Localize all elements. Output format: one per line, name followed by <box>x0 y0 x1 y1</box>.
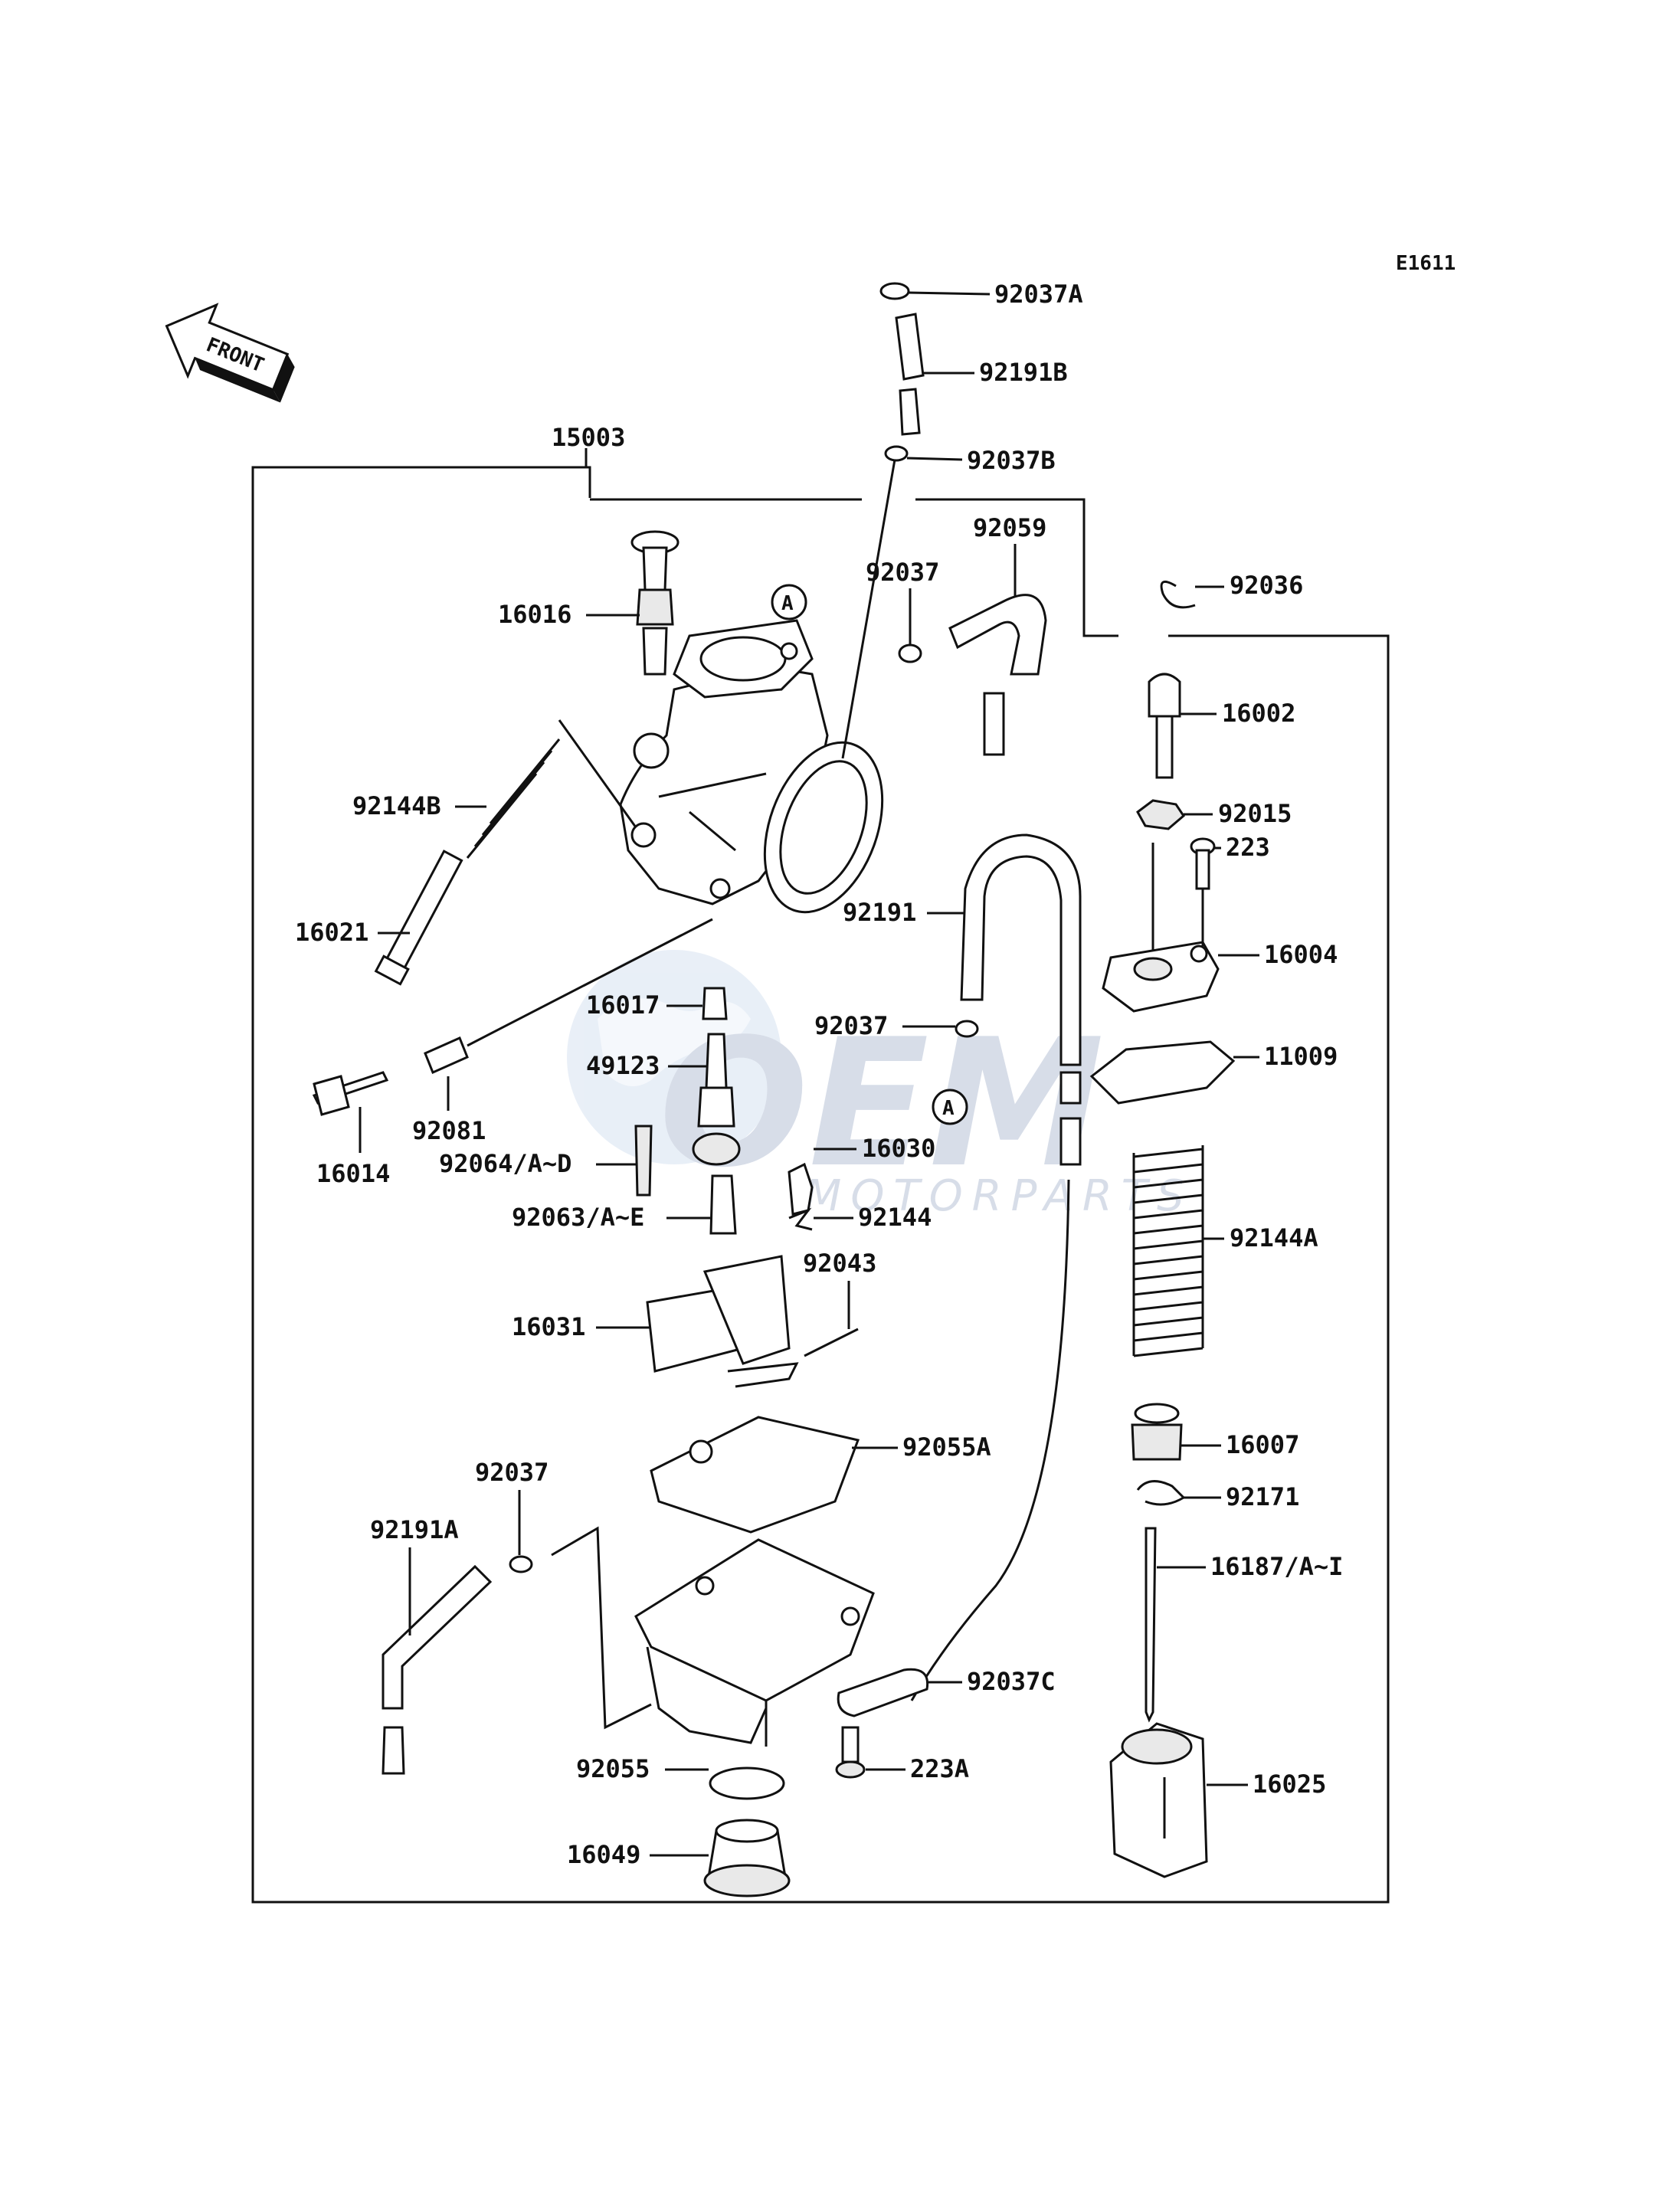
oring-92055 <box>709 1766 785 1800</box>
bracket-92037C <box>837 1668 929 1717</box>
watermark: OEM MOTORPARTS <box>567 950 1194 1221</box>
screw-223A <box>835 1726 866 1779</box>
screw-223 <box>1190 837 1216 890</box>
part-label-16017[interactable]: 16017 <box>586 990 660 1020</box>
part-16016-shape <box>630 530 680 676</box>
part-label-16002[interactable]: 16002 <box>1222 699 1295 728</box>
clip-92037-low <box>509 1555 533 1573</box>
part-label-223A[interactable]: 223A <box>910 1754 969 1783</box>
spring-92081 <box>424 1036 469 1075</box>
part-label-11009[interactable]: 11009 <box>1264 1042 1338 1071</box>
part-label-92081[interactable]: 92081 <box>412 1116 486 1145</box>
top-hose-chain <box>841 282 925 759</box>
svg-text:A: A <box>942 1097 955 1120</box>
part-label-92055A[interactable]: 92055A <box>902 1432 991 1462</box>
float-16031 <box>646 1255 799 1388</box>
jet-49123 <box>692 1033 741 1166</box>
jet-92063 <box>709 1174 737 1235</box>
leader-line-92037B <box>906 457 963 461</box>
hose-92059 <box>948 594 1047 676</box>
part-label-92144A[interactable]: 92144A <box>1230 1223 1318 1252</box>
clip-92037-mid <box>955 1020 979 1038</box>
part-label-92036[interactable]: 92036 <box>1230 571 1303 600</box>
part-label-49123[interactable]: 49123 <box>586 1051 660 1080</box>
part-label-16025[interactable]: 16025 <box>1253 1770 1326 1799</box>
part-label-92037-mid[interactable]: 92037 <box>814 1011 888 1040</box>
part-label-92063[interactable]: 92063/A~E <box>512 1203 644 1232</box>
part-label-92055[interactable]: 92055 <box>576 1754 650 1783</box>
part-label-92037-top[interactable]: 92037 <box>866 558 939 587</box>
part-label-92191B[interactable]: 92191B <box>979 358 1068 387</box>
jet-16030 <box>788 1162 814 1216</box>
part-label-92144B[interactable]: 92144B <box>352 791 441 820</box>
part-label-92037C[interactable]: 92037C <box>967 1667 1056 1696</box>
part-label-16049[interactable]: 16049 <box>567 1840 640 1869</box>
part-label-16014[interactable]: 16014 <box>316 1159 390 1188</box>
part-label-16004[interactable]: 16004 <box>1264 940 1338 969</box>
callout-a-top: A <box>771 584 807 620</box>
adjuster-16002 <box>1148 673 1181 779</box>
part-label-92037B[interactable]: 92037B <box>967 446 1056 475</box>
assembly-frame <box>251 466 1390 1904</box>
pin-92043 <box>804 1328 859 1357</box>
hose-92191 <box>960 833 1082 1066</box>
part-label-16016[interactable]: 16016 <box>498 600 571 629</box>
part-label-16187[interactable]: 16187/A~I <box>1210 1552 1343 1581</box>
callout-a-mid: A <box>932 1089 968 1125</box>
gasket-92055A <box>650 1416 860 1534</box>
clip-92144 <box>788 1207 813 1231</box>
hose-92191A <box>382 1564 493 1710</box>
part-label-92144[interactable]: 92144 <box>858 1203 932 1232</box>
gasket-11009 <box>1089 1040 1236 1105</box>
clip-92171 <box>1136 1480 1186 1506</box>
screw-16021 <box>374 850 463 986</box>
part-label-92037A[interactable]: 92037A <box>994 280 1083 309</box>
watermark-subtext: MOTORPARTS <box>804 1171 1194 1221</box>
spring-92144A <box>1132 1145 1204 1357</box>
clip-92036 <box>1160 580 1196 609</box>
jet-92064 <box>634 1125 653 1197</box>
part-label-92191A[interactable]: 92191A <box>370 1515 459 1544</box>
part-label-16030[interactable]: 16030 <box>862 1134 935 1163</box>
part-label-92037-low[interactable]: 92037 <box>475 1458 549 1487</box>
throttle-valve-16025 <box>1109 1722 1208 1878</box>
part-label-16031[interactable]: 16031 <box>512 1312 585 1341</box>
part-label-16021[interactable]: 16021 <box>295 918 368 947</box>
nut-92015 <box>1136 799 1185 830</box>
float-bowl <box>634 1538 875 1747</box>
part-label-92191[interactable]: 92191 <box>843 898 916 927</box>
front-arrow-icon: FRONT <box>165 303 295 403</box>
screw-16014 <box>312 1071 389 1116</box>
needle-16187 <box>1145 1527 1157 1723</box>
svg-text:A: A <box>781 592 794 615</box>
carburetor-body <box>619 619 884 914</box>
part-label-16007[interactable]: 16007 <box>1226 1430 1299 1459</box>
clip-92037-top <box>898 643 922 663</box>
part-label-92171[interactable]: 92171 <box>1226 1482 1299 1511</box>
plug-16049 <box>703 1819 791 1897</box>
holder-16007 <box>1131 1403 1183 1461</box>
diagram-code: E1611 <box>1396 252 1456 275</box>
part-label-92059[interactable]: 92059 <box>973 513 1046 542</box>
leader-line-92037A <box>908 291 991 296</box>
part-label-223[interactable]: 223 <box>1226 833 1270 862</box>
cap-16004 <box>1102 941 1220 1013</box>
spring-92144B <box>466 738 561 859</box>
jet-16017 <box>702 987 728 1020</box>
part-label-92043[interactable]: 92043 <box>803 1249 876 1278</box>
part-label-15003[interactable]: 15003 <box>552 423 625 452</box>
part-label-92015[interactable]: 92015 <box>1218 799 1292 828</box>
part-label-92064[interactable]: 92064/A~D <box>439 1149 571 1178</box>
